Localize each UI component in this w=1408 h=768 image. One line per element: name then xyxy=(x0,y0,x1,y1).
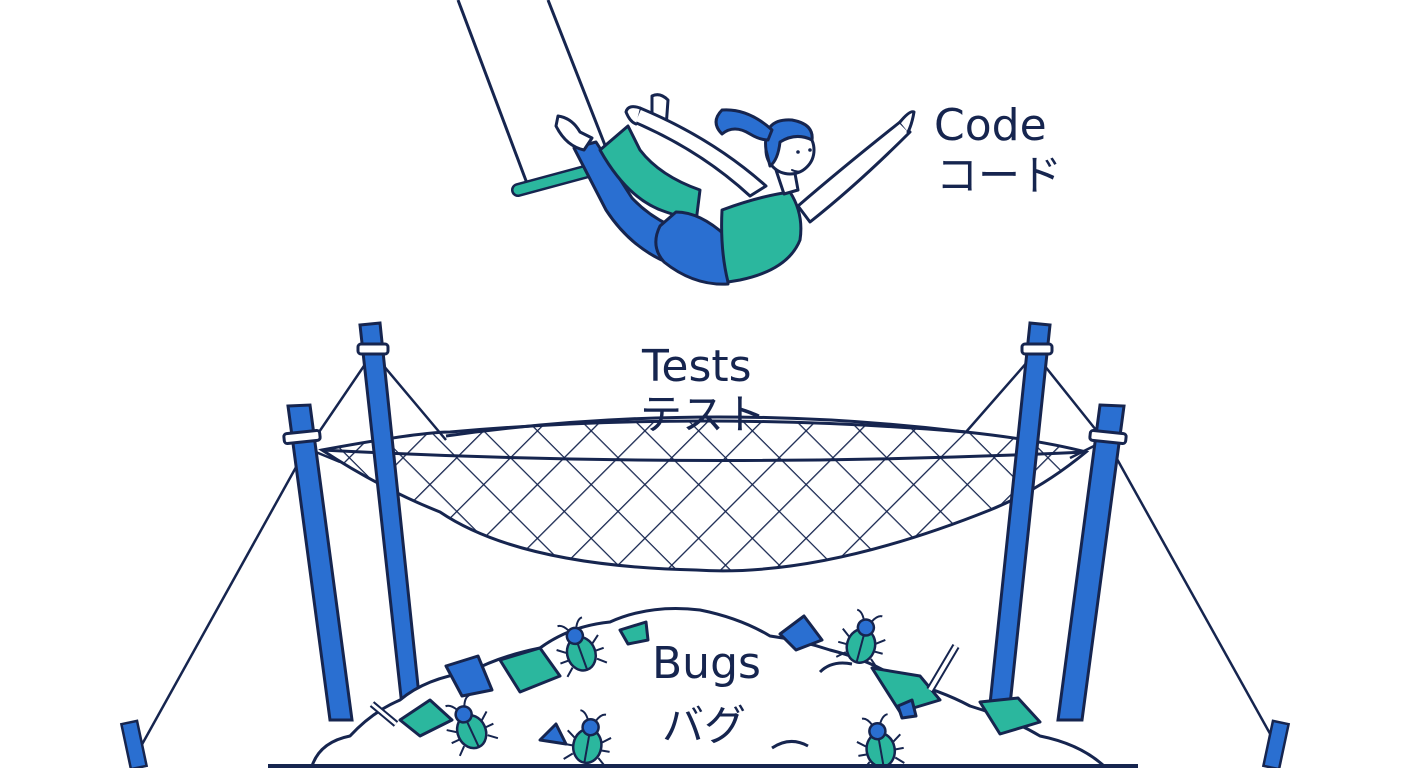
debris-pile-icon xyxy=(310,607,1106,768)
acrobat-icon xyxy=(554,93,916,286)
code-label-ja: コード xyxy=(936,151,1062,200)
tests-label: Tests xyxy=(641,341,752,392)
bugs-label-ja: バグ xyxy=(662,701,746,750)
code-label: Code xyxy=(934,100,1047,151)
safety-net-icon xyxy=(119,321,1291,768)
bugs-label: Bugs xyxy=(652,638,761,689)
